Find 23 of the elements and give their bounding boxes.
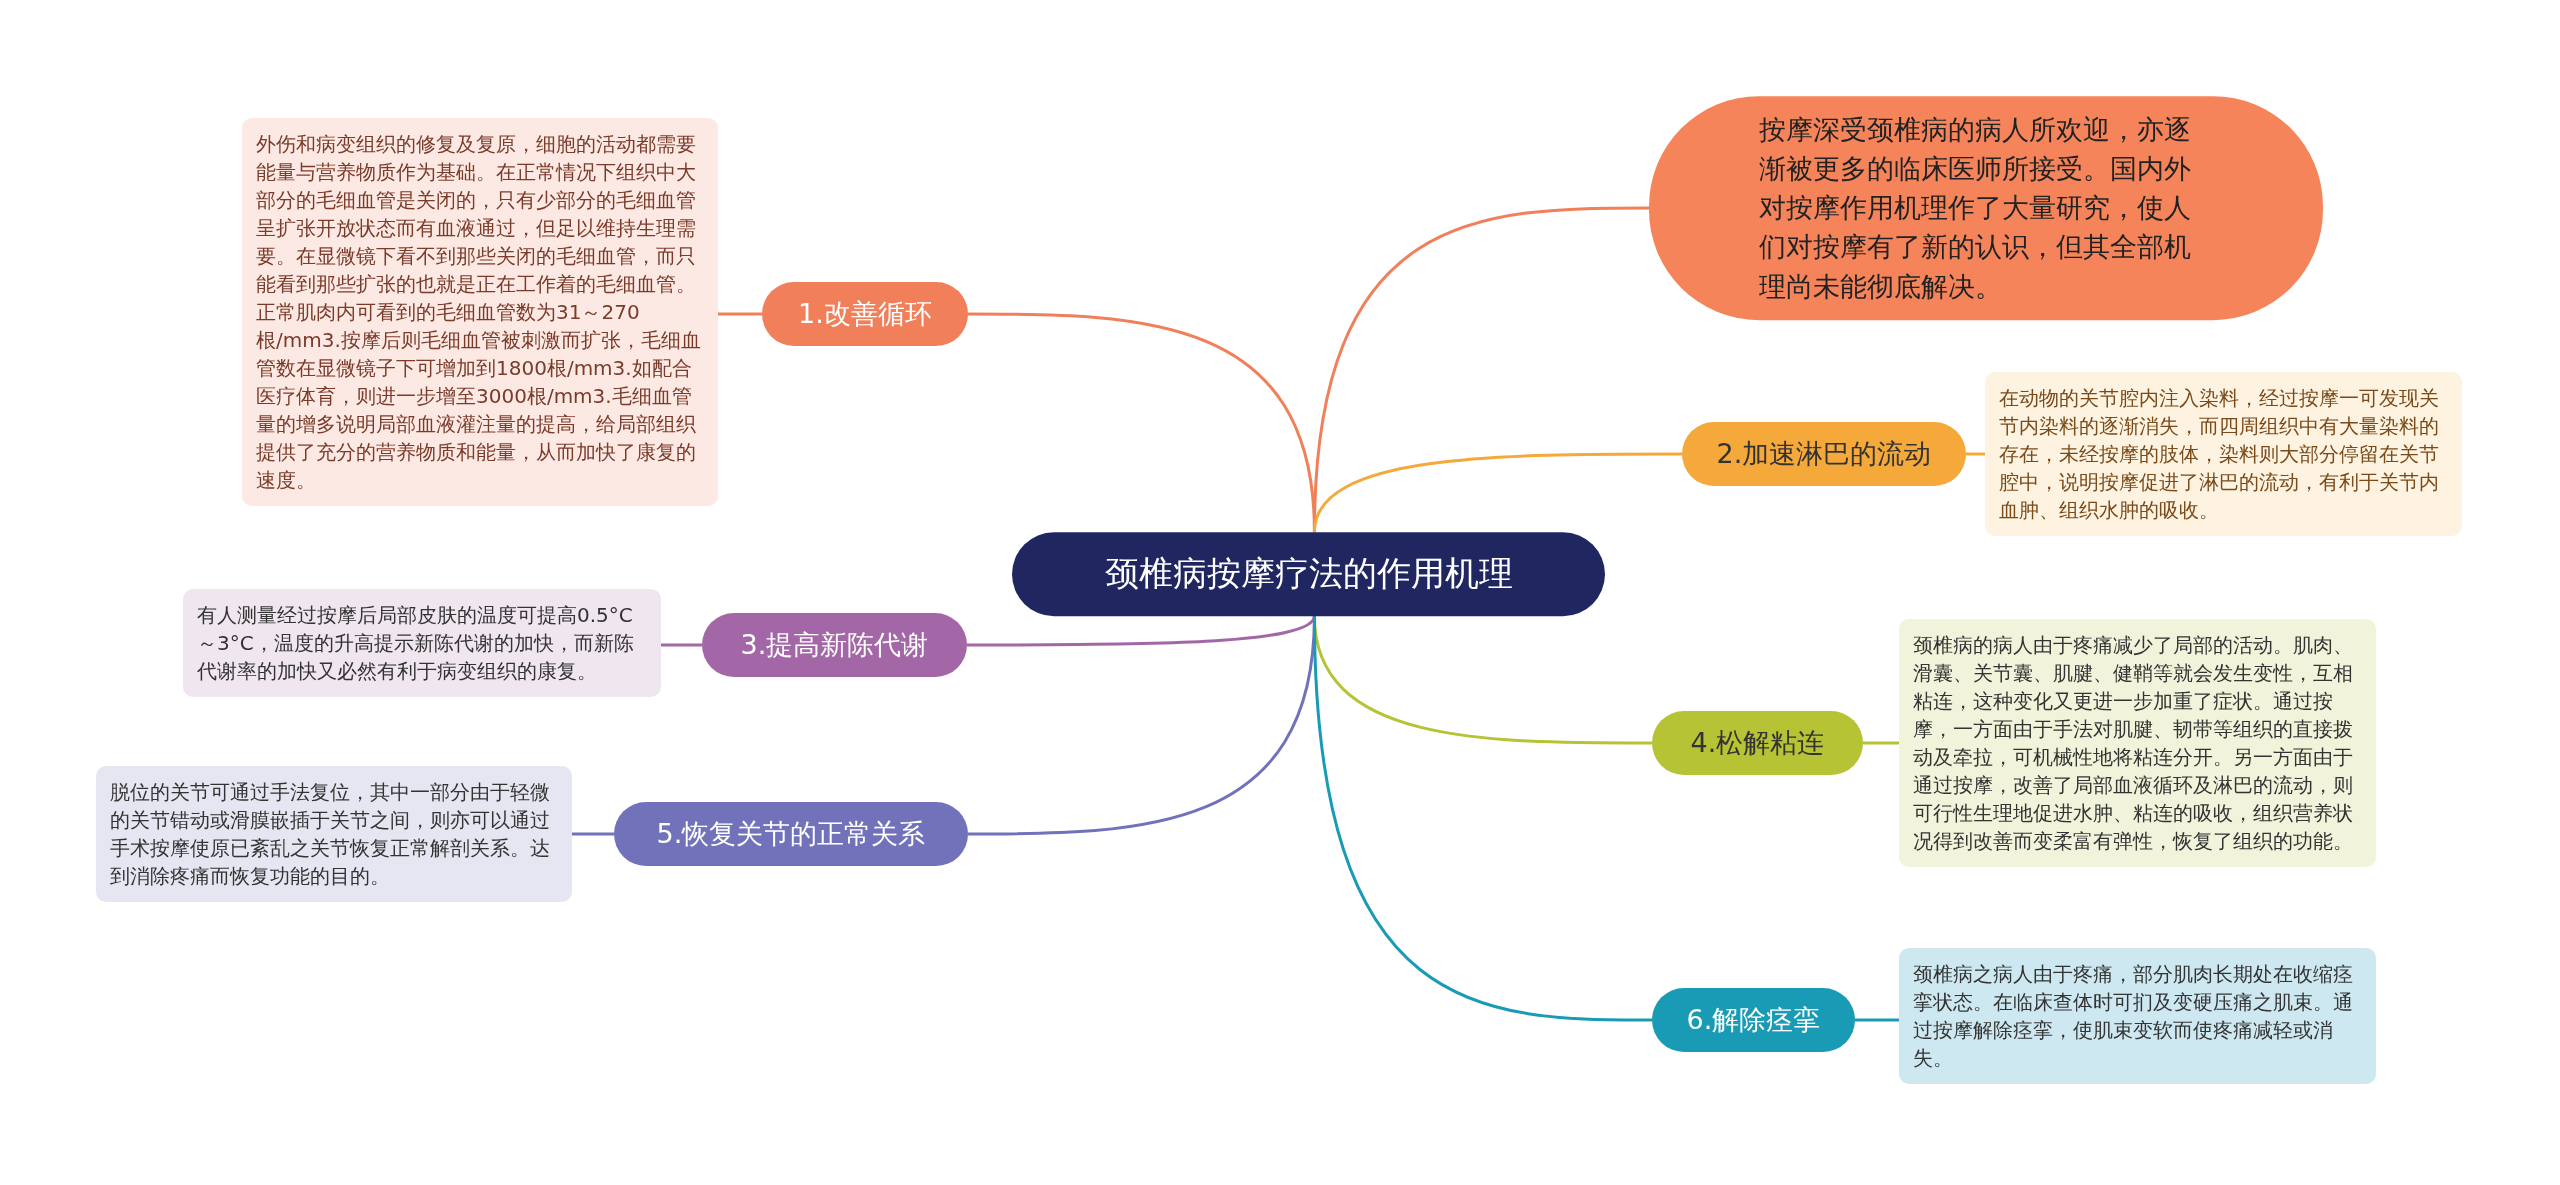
branch-topic: 4.松解粘连	[1652, 711, 1863, 775]
note-card: 颈椎病之病人由于疼痛，部分肌肉长期处在收缩痉挛状态。在临床查体时可扪及变硬压痛之肌束。通过按摩解除痉挛，使肌束变软而使疼痛减轻或消失。	[1899, 948, 2376, 1084]
central-topic: 颈椎病按摩疗法的作用机理	[1012, 532, 1605, 616]
connector	[661, 643, 702, 647]
note-card: 脱位的关节可通过手法复位，其中一部分由于轻微的关节错动或滑膜嵌插于关节之间，则亦可以通过手术按摩使原已紊乱之关节恢复正常解剖关系。达到消除疼痛而恢复功能的目的。	[96, 766, 572, 902]
branch-topic: 3.提高新陈代谢	[702, 613, 967, 677]
connector	[967, 615, 1316, 647]
connector	[1855, 1018, 1899, 1022]
connector	[1863, 741, 1899, 745]
connector	[1312, 452, 1682, 533]
topic-bubble: 按摩深受颈椎病的病人所欢迎，亦逐渐被更多的临床医师所接受。国内外对按摩作用机理作了大量研究，使人们对按摩有了新的认识，但其全部机理尚未能彻底解决。	[1649, 96, 2323, 320]
note-card: 颈椎病的病人由于疼痛减少了局部的活动。肌肉、滑囊、关节囊、肌腱、健鞘等就会发生变性，互相粘连，这种变化又更进一步加重了症状。通过按摩，一方面由于手法对肌腱、韧带等组织的直接拨动及牵拉，可机械性地将粘连分开。另一方面由于通过按摩，改善了局部血液循环及淋巴的流动，则可行性生理地促进水肿、粘连的吸收，组织营养状况得到改善而变柔富有弹性，恢复了组织的功能。	[1899, 619, 2376, 867]
branch-topic: 6.解除痉挛	[1652, 988, 1855, 1052]
note-card: 外伤和病变组织的修复及复原，细胞的活动都需要能量与营养物质作为基础。在正常情况下组织中大部分的毛细血管是关闭的，只有少部分的毛细血管呈扩张开放状态而有血液通过，但足以维持生理需要。在显微镜下看不到那些关闭的毛细血管，而只能看到那些扩张的也就是正在工作着的毛细血管。正常肌肉内可看到的毛细血管数为31～270根/mm3.按摩后则毛细血管被刺激而扩张，毛细血管数在显微镜子下可增加到1800根/mm3.如配合医疗体育，则进一步增至3000根/mm3.毛细血管量的增多说明局部血液灌注量的提高，给局部组织提供了充分的营养物质和能量，从而加快了康复的速度。	[242, 118, 718, 506]
connector	[718, 312, 762, 316]
note-card: 有人测量经过按摩后局部皮肤的温度可提高0.5°C～3°C，温度的升高提示新陈代谢的加快，而新陈代谢率的加快又必然有利于病变组织的康复。	[183, 589, 661, 697]
connector	[1312, 615, 1652, 1022]
note-card: 在动物的关节腔内注入染料，经过按摩一可发现关节内染料的逐渐消失，而四周组织中有大量染料的存在，未经按摩的肢体，染料则大部分停留在关节腔中，说明按摩促进了淋巴的流动，有利于关节内血肿、组织水肿的吸收。	[1985, 372, 2462, 536]
connector	[572, 832, 614, 836]
branch-topic: 2.加速淋巴的流动	[1682, 422, 1966, 486]
connector	[1966, 452, 1985, 456]
branch-topic: 5.恢复关节的正常关系	[614, 802, 968, 866]
branch-topic: 1.改善循环	[762, 282, 968, 346]
